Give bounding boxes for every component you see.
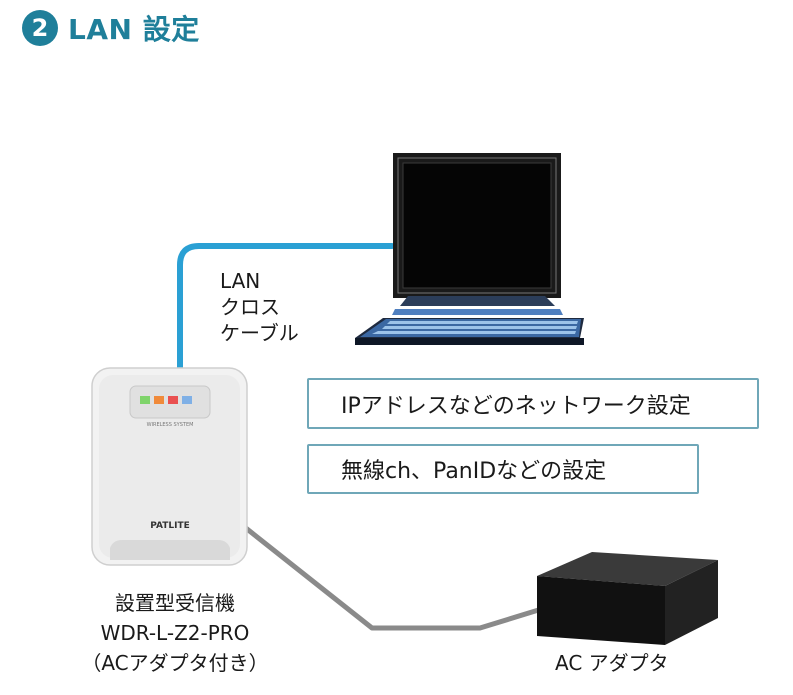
adapter-label: AC アダプタ	[555, 651, 669, 675]
cable-label: LAN クロス ケーブル	[220, 268, 299, 346]
step-number-badge: 2	[22, 10, 58, 46]
device-brand-logo: PATLITE	[150, 521, 190, 531]
device-panel-text: WIRELESS SYSTEM	[146, 422, 194, 428]
cable-label-line3: ケーブル	[220, 321, 299, 345]
power-cable	[240, 523, 546, 631]
error-led-icon	[154, 396, 164, 404]
cable-label-line2: クロス	[220, 295, 280, 319]
keyboard-icon	[355, 296, 584, 345]
page-title: LAN 設定	[68, 13, 200, 46]
cable-label-line1: LAN	[220, 269, 261, 293]
section-heading: 2 LAN 設定	[22, 8, 200, 48]
status-led-icon	[168, 396, 178, 404]
receiver-device-icon	[91, 367, 248, 566]
setting-box-network: IPアドレスなどのネットワーク設定	[307, 378, 759, 429]
device-label: 設置型受信機 WDR-L-Z2-PRO （ACアダプタ付き）	[60, 588, 290, 678]
power-led-icon	[140, 396, 150, 404]
device-label-line2: WDR-L-Z2-PRO	[100, 621, 250, 645]
device-label-line3: （ACアダプタ付き）	[81, 651, 269, 675]
device-label-line1: 設置型受信機	[115, 591, 235, 615]
setting-box-wireless: 無線ch、PanIDなどの設定	[307, 444, 699, 494]
lan-led-icon	[182, 396, 192, 404]
lan-cable	[177, 243, 395, 371]
computer-monitor-icon	[393, 153, 561, 306]
ac-adapter-icon	[537, 552, 718, 645]
